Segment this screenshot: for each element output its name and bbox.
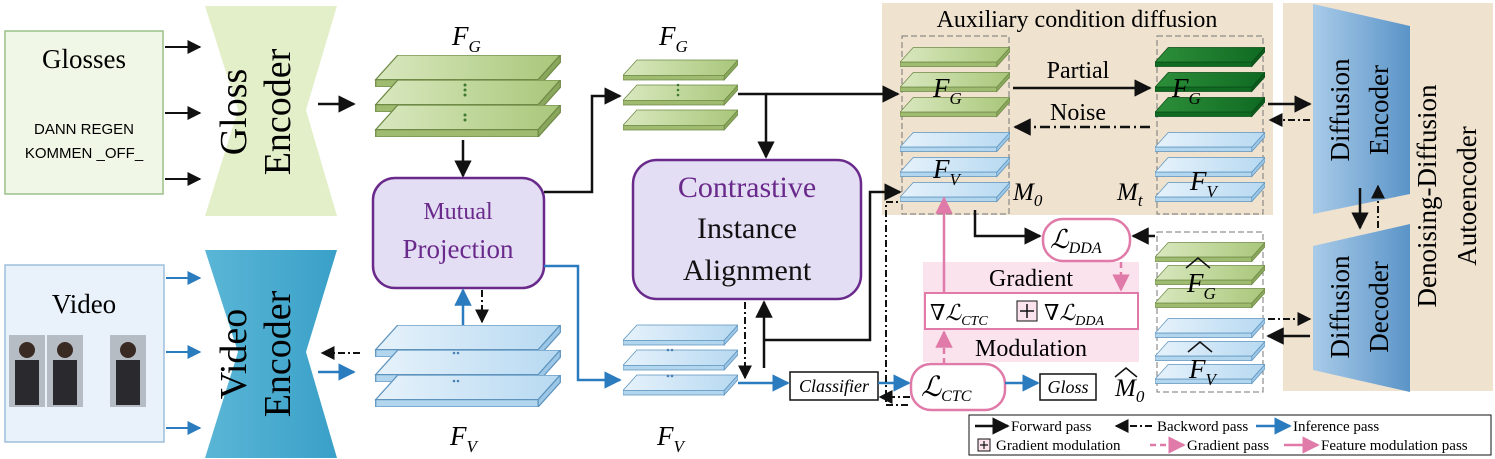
classifier-label: Classifier xyxy=(799,376,870,396)
glosses-title: Glosses xyxy=(42,44,126,74)
video-frame-3 xyxy=(110,335,146,407)
fv-small-label: FV xyxy=(656,421,687,456)
flow-arrows xyxy=(318,85,1312,406)
video-encoder-line-2: Encoder xyxy=(257,290,299,417)
fv-mt-label: FV xyxy=(1189,166,1220,201)
plus-icon xyxy=(1020,304,1034,318)
fv-small-stack xyxy=(623,324,738,396)
contrastive-alignment-box: Contrastive Instance Alignment xyxy=(631,158,863,301)
contrastive-line-1: Contrastive xyxy=(678,171,816,204)
fg-feature-stack xyxy=(374,55,562,137)
m0-hat-stack xyxy=(1155,231,1265,393)
fg-small-stack xyxy=(623,59,738,131)
loss-dda-text: ℒDDA xyxy=(1050,225,1102,257)
fv-label: FV xyxy=(449,421,480,456)
modulation-label: Modulation xyxy=(975,336,1087,362)
glosses-line-2: KOMMEN _OFF_ xyxy=(25,145,144,162)
gloss-encoder: Gloss Encoder xyxy=(205,6,337,216)
gloss-encoder-line-1: Gloss xyxy=(213,69,255,156)
mutual-projection-box: Mutual Projection xyxy=(371,176,546,290)
legend-gradmod: Gradient modulation xyxy=(977,438,1121,454)
diffusion-decoder-line-1: Diffusion xyxy=(1325,255,1355,359)
dda-title-2: Autoencoder xyxy=(1452,126,1482,265)
mutual-projection-line-1: Mutual xyxy=(423,199,493,225)
fg-small-label: FG xyxy=(658,21,688,56)
fv-hat-caret xyxy=(1187,341,1213,353)
formula-dda: ∇ℒDDA xyxy=(1044,300,1104,329)
video-input-arrows xyxy=(166,271,202,435)
contrastive-line-2: Instance xyxy=(697,212,797,245)
aux-title: Auxiliary condition diffusion xyxy=(937,7,1218,33)
legend-featmod: Feature modulation pass xyxy=(1284,436,1468,454)
legend-inference: Inference pass xyxy=(1256,417,1379,435)
diffusion-encoder: Diffusion Encoder xyxy=(1313,4,1410,214)
video-encoder-line-1: Video xyxy=(213,309,255,400)
fg0-hat-label: FG xyxy=(1186,268,1216,303)
video-frame-1 xyxy=(9,335,45,407)
fg-label: FG xyxy=(451,21,481,56)
m0-hat-caret xyxy=(1114,367,1138,378)
gloss-encoder-line-2: Encoder xyxy=(257,48,299,175)
diffusion-decoder-line-2: Decoder xyxy=(1364,261,1394,352)
fv-hat-label: FV xyxy=(1188,354,1219,389)
dda-title: Denoising-Diffusion xyxy=(1412,84,1442,307)
enc-dec-arrows xyxy=(1351,184,1385,230)
noise-label: Noise xyxy=(1050,100,1106,126)
diffusion-decoder: Diffusion Decoder xyxy=(1313,224,1410,392)
partial-label: Partial xyxy=(1047,58,1110,84)
legend-forward: Forward pass xyxy=(975,417,1092,435)
gloss-output-label: Gloss xyxy=(1047,377,1088,397)
fv-feature-stack xyxy=(374,325,562,407)
legend-gradpass-label: Gradient pass xyxy=(1187,438,1269,454)
formula-ctc: ∇ℒCTC xyxy=(930,300,988,329)
loss-ctc-text: ℒCTC xyxy=(921,372,972,405)
loss-ctc-box: ℒCTC xyxy=(909,362,1007,412)
legend-backward-label: Backword pass xyxy=(1157,419,1248,435)
mutual-projection-line-2: Projection xyxy=(403,234,514,264)
gloss-output-box: Gloss xyxy=(1039,373,1097,401)
video-frame-2 xyxy=(47,335,83,407)
fg0-hat-caret xyxy=(1185,257,1211,269)
video-title: Video xyxy=(52,289,116,319)
gradient-label: Gradient xyxy=(989,266,1073,292)
fgt-label: FG xyxy=(1171,73,1201,108)
gloss-input-arrows xyxy=(165,40,202,186)
contrastive-line-3: Alignment xyxy=(683,254,812,287)
glosses-panel: Glosses DANN REGEN KOMMEN _OFF_ xyxy=(4,30,164,195)
glosses-line-1: DANN REGEN xyxy=(34,121,134,138)
classifier-box: Classifier xyxy=(789,371,879,401)
legend-forward-label: Forward pass xyxy=(1011,419,1092,435)
m0-label: M0 xyxy=(1012,179,1043,210)
legend-featmod-label: Feature modulation pass xyxy=(1321,438,1468,454)
diffusion-encoder-line-2: Encoder xyxy=(1364,65,1394,155)
video-panel: Video xyxy=(4,264,165,443)
legend: Forward pass Backword pass Inference pas… xyxy=(968,414,1492,456)
legend-backward: Backword pass xyxy=(1114,419,1248,435)
fg0-label: FG xyxy=(932,73,962,108)
diffusion-encoder-line-1: Diffusion xyxy=(1325,58,1355,162)
legend-plus-icon xyxy=(980,441,988,449)
m0-hat-label: M0 xyxy=(1114,375,1145,406)
video-encoder: Video Encoder xyxy=(205,250,337,458)
mt-label: Mt xyxy=(1116,179,1144,210)
legend-gradpass: Gradient pass xyxy=(1150,436,1269,454)
partial-noise-arrows: Partial Noise xyxy=(1013,58,1152,136)
legend-gradmod-label: Gradient modulation xyxy=(996,438,1121,454)
loss-dda-box: ℒDDA xyxy=(1041,217,1132,263)
fv-m0-label: FV xyxy=(932,154,963,189)
legend-inference-label: Inference pass xyxy=(1293,419,1379,435)
gradient-modulation-panel: Gradient Modulation ∇ℒCTC ∇ℒDDA xyxy=(923,262,1139,362)
